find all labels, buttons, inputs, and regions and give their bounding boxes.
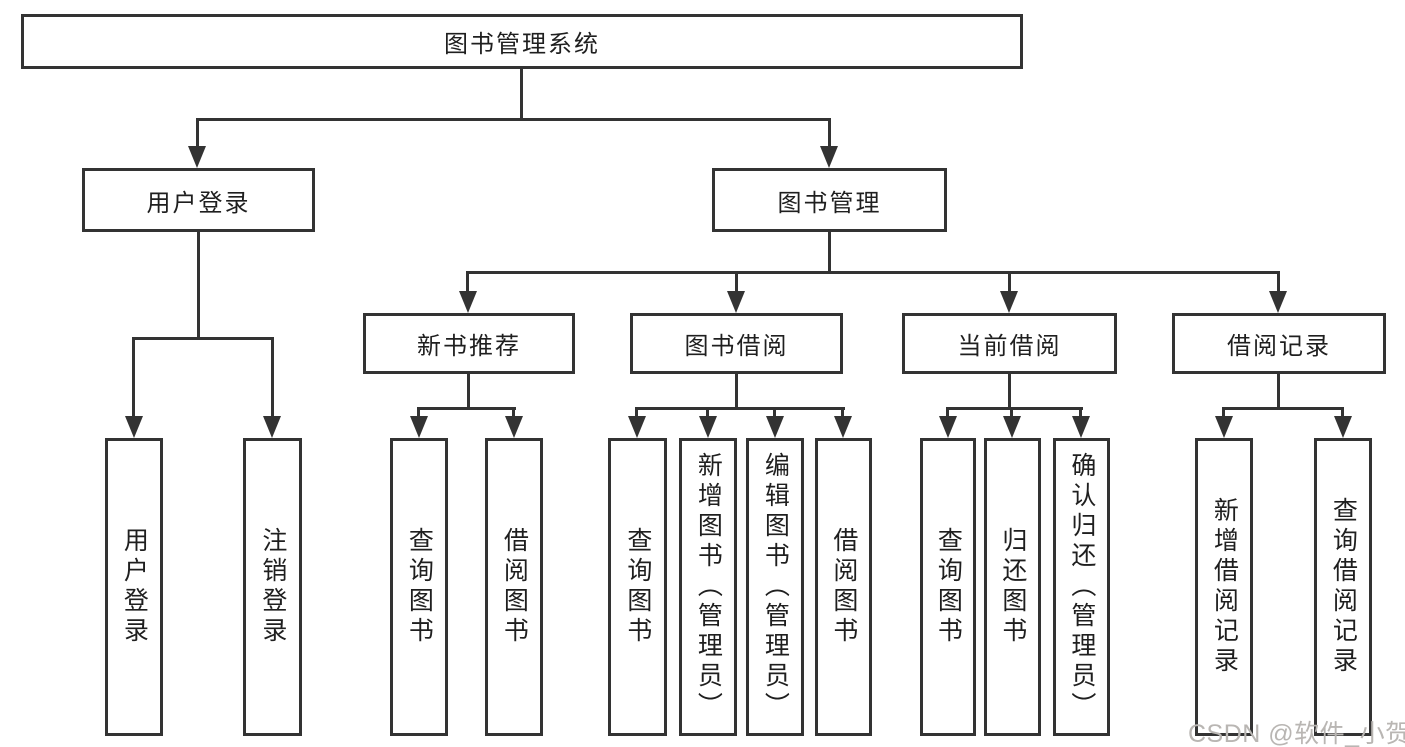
node-label: 当前借阅 bbox=[957, 333, 1062, 360]
connector-line bbox=[946, 407, 1083, 410]
leaf-logout: 注销登录 bbox=[243, 438, 302, 736]
node-label: 用户登录 bbox=[120, 527, 149, 647]
connector-line bbox=[197, 232, 200, 340]
leaf-add-book-admin: 新增图书（管理员） bbox=[679, 438, 737, 736]
connector-line bbox=[1223, 407, 1344, 410]
leaf-confirm-return-admin: 确认归还（管理员） bbox=[1053, 438, 1110, 736]
connector-line bbox=[520, 68, 523, 118]
node-label: 查询图书 bbox=[405, 527, 434, 647]
arrow-down-icon bbox=[410, 416, 428, 438]
node-book-borrowing: 图书借阅 bbox=[630, 313, 843, 374]
node-label: 借阅记录 bbox=[1227, 333, 1331, 360]
node-label: 注销登录 bbox=[258, 527, 287, 647]
node-label: 查询图书 bbox=[623, 527, 652, 647]
arrow-down-icon bbox=[1003, 416, 1021, 438]
connector-line bbox=[735, 271, 738, 295]
node-label: 借阅图书 bbox=[500, 527, 529, 647]
node-label: 图书管理 bbox=[777, 189, 882, 217]
node-label: 归还图书 bbox=[998, 527, 1027, 647]
arrow-down-icon bbox=[628, 416, 646, 438]
leaf-query-books-borrowing: 查询图书 bbox=[608, 438, 667, 736]
connector-line bbox=[417, 407, 420, 419]
arrow-down-icon bbox=[766, 416, 784, 438]
node-user-login: 用户登录 bbox=[82, 168, 315, 232]
arrow-down-icon bbox=[1334, 416, 1352, 438]
connector-line bbox=[773, 407, 776, 419]
leaf-borrow-books-recommend: 借阅图书 bbox=[485, 438, 543, 736]
arrow-down-icon bbox=[125, 416, 143, 438]
connector-line bbox=[417, 407, 516, 410]
arrow-down-icon bbox=[1269, 291, 1287, 313]
connector-line bbox=[828, 232, 831, 274]
leaf-query-borrow-record: 查询借阅记录 bbox=[1314, 438, 1372, 736]
arrow-down-icon bbox=[699, 416, 717, 438]
connector-line bbox=[132, 337, 135, 420]
connector-line bbox=[635, 407, 638, 419]
connector-line bbox=[1008, 271, 1011, 295]
node-label: 查询图书 bbox=[934, 527, 963, 647]
node-current-borrowing: 当前借阅 bbox=[902, 313, 1117, 374]
connector-line bbox=[467, 271, 1280, 274]
connector-line bbox=[132, 337, 274, 340]
node-label: 图书借阅 bbox=[684, 333, 789, 360]
node-label: 用户登录 bbox=[146, 189, 251, 217]
connector-line bbox=[735, 373, 738, 410]
arrow-down-icon bbox=[1072, 416, 1090, 438]
node-label: 确认归还（管理员） bbox=[1067, 452, 1096, 722]
arrow-down-icon bbox=[727, 291, 745, 313]
node-new-book-recommend: 新书推荐 bbox=[363, 313, 575, 374]
connector-line bbox=[196, 118, 199, 148]
arrow-down-icon bbox=[939, 416, 957, 438]
connector-line bbox=[828, 118, 831, 148]
connector-line bbox=[1008, 373, 1011, 410]
arrow-down-icon bbox=[263, 416, 281, 438]
arrow-down-icon bbox=[820, 146, 838, 168]
connector-line bbox=[946, 407, 949, 419]
node-label: 新增借阅记录 bbox=[1210, 497, 1239, 677]
connector-line bbox=[1277, 373, 1280, 410]
connector-line bbox=[271, 337, 274, 420]
node-book-management: 图书管理 bbox=[712, 168, 947, 232]
node-label: 图书管理系统 bbox=[444, 31, 600, 58]
arrow-down-icon bbox=[834, 416, 852, 438]
connector-line bbox=[1277, 271, 1280, 295]
connector-line bbox=[197, 118, 831, 121]
leaf-borrow-books-borrowing: 借阅图书 bbox=[815, 438, 872, 736]
node-label: 新增图书（管理员） bbox=[694, 452, 723, 722]
node-label: 查询借阅记录 bbox=[1329, 497, 1358, 677]
connector-line bbox=[1222, 407, 1225, 419]
leaf-add-borrow-record: 新增借阅记录 bbox=[1195, 438, 1253, 736]
node-library-management-system: 图书管理系统 bbox=[21, 14, 1023, 69]
node-label: 编辑图书（管理员） bbox=[761, 452, 790, 722]
leaf-edit-book-admin: 编辑图书（管理员） bbox=[746, 438, 804, 736]
connector-line bbox=[841, 407, 844, 419]
arrow-down-icon bbox=[505, 416, 523, 438]
leaf-user-login: 用户登录 bbox=[105, 438, 163, 736]
node-label: 借阅图书 bbox=[829, 527, 858, 647]
watermark: CSDN @软件_小贺同学 bbox=[1188, 720, 1405, 747]
node-label: 新书推荐 bbox=[417, 333, 521, 360]
connector-line bbox=[466, 271, 469, 295]
connector-line bbox=[1341, 407, 1344, 419]
node-borrowing-records: 借阅记录 bbox=[1172, 313, 1386, 374]
leaf-query-books-recommend: 查询图书 bbox=[390, 438, 448, 736]
arrow-down-icon bbox=[1215, 416, 1233, 438]
leaf-query-books-current: 查询图书 bbox=[920, 438, 976, 736]
connector-line bbox=[636, 407, 845, 410]
connector-line bbox=[512, 407, 515, 419]
connector-line bbox=[1079, 407, 1082, 419]
connector-line bbox=[1010, 407, 1013, 419]
leaf-return-books: 归还图书 bbox=[984, 438, 1041, 736]
arrow-down-icon bbox=[188, 146, 206, 168]
connector-line bbox=[706, 407, 709, 419]
arrow-down-icon bbox=[459, 291, 477, 313]
arrow-down-icon bbox=[1000, 291, 1018, 313]
connector-line bbox=[467, 373, 470, 410]
